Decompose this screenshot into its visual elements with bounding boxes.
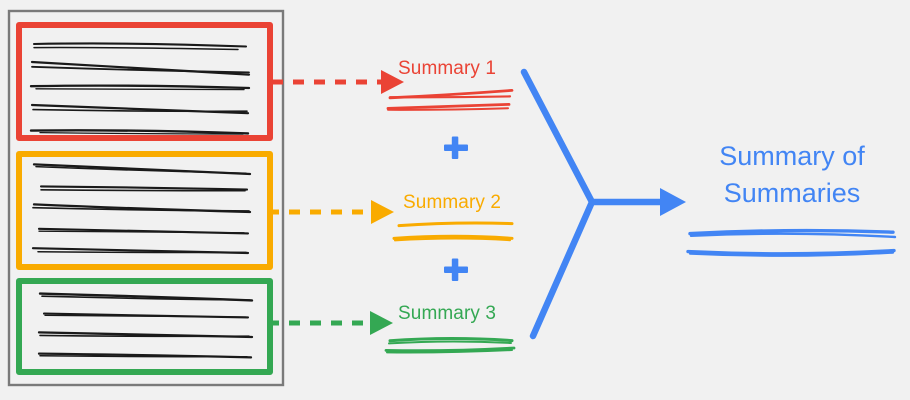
final-output-squiggle-lines bbox=[686, 228, 897, 257]
summary-1-squiggle-lines bbox=[386, 89, 514, 111]
document-card-3-text-lines bbox=[37, 292, 254, 359]
merge-arrow-lower-branch bbox=[529, 198, 596, 340]
dashed-arrow-doc1-to-summary1 bbox=[272, 70, 404, 94]
summary-2-squiggle-lines bbox=[392, 221, 514, 242]
merge-arrow-upper-branch bbox=[520, 68, 596, 206]
document-card-1-text-lines bbox=[29, 42, 251, 135]
summary-of-summaries-label-line2: Summaries bbox=[723, 178, 861, 208]
document-card-2-text-lines bbox=[31, 163, 252, 255]
summary-1-label: Summary 1 bbox=[398, 58, 497, 79]
merge-arrow-head bbox=[660, 188, 686, 216]
summary-3-label: Summary 3 bbox=[398, 303, 497, 324]
merge-arrow bbox=[520, 68, 686, 340]
dashed-arrow-doc3-to-summary3 bbox=[268, 311, 393, 335]
plus-icon-1 bbox=[444, 136, 468, 159]
source-documents-container bbox=[7, 9, 285, 387]
document-card-3-border bbox=[16, 278, 273, 375]
summary-3-squiggle-lines bbox=[384, 337, 516, 354]
plus-icon-2 bbox=[444, 258, 468, 281]
document-card-1-border bbox=[16, 22, 273, 141]
document-card-1[interactable] bbox=[16, 22, 273, 141]
summary-of-summaries-label: Summary of Summaries bbox=[700, 138, 884, 212]
dashed-arrow-doc2-to-summary2 bbox=[268, 200, 394, 224]
summary-2-label: Summary 2 bbox=[403, 192, 502, 213]
document-card-2[interactable] bbox=[16, 151, 273, 270]
document-card-3[interactable] bbox=[16, 278, 273, 375]
summary-of-summaries-label-line1: Summary of bbox=[719, 141, 865, 171]
